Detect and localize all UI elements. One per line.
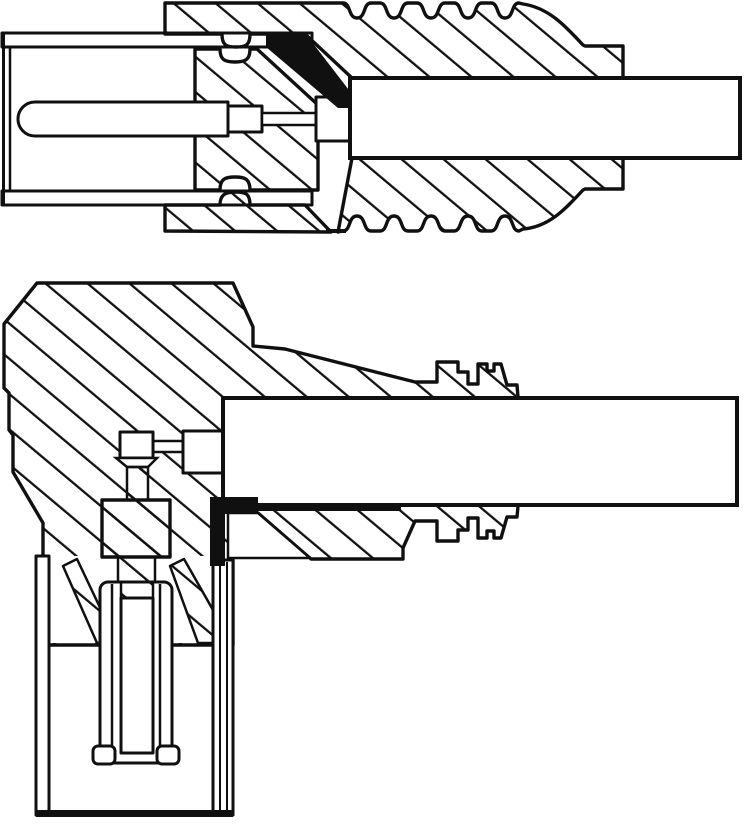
barrel-wall-left: [34, 554, 51, 817]
center-socket-sleeve: [119, 596, 155, 755]
tube-foot-left: [91, 744, 117, 766]
insulating-bushing: [100, 498, 172, 559]
shield-contact-black-wedge: [266, 33, 352, 108]
coax-cable-top-figure: [348, 76, 742, 160]
coax-cable-bottom-figure: [221, 396, 739, 507]
straight-coax-plug-section: [0, 1, 742, 234]
center-conductor-rod: [260, 111, 320, 127]
bushing-neck: [116, 555, 157, 584]
corrugated-grip-shell-lower-left: [163, 190, 333, 234]
shield-contact-black-bar-vertical: [210, 497, 225, 566]
sleeve-bottom-wall: [0, 189, 314, 207]
corrugated-grip-shell-lower-right: [336, 156, 625, 234]
tube-foot-right: [155, 744, 181, 766]
corrugated-grip-shell-upper: [163, 1, 625, 80]
screw-head: [118, 430, 155, 460]
tube-top-hatch: [119, 580, 155, 600]
barrel-wall-right: [211, 558, 235, 817]
screw-shank: [125, 465, 150, 502]
contact-strip: [149, 439, 186, 454]
center-pin: [16, 100, 230, 138]
dielectric-block: [181, 429, 226, 475]
shield-contact-black-bar-horizontal: [210, 497, 258, 514]
barrel-bottom-rim: [36, 810, 233, 817]
pin-collar: [226, 104, 264, 134]
right-angle-coax-connector-section: [2, 281, 739, 817]
